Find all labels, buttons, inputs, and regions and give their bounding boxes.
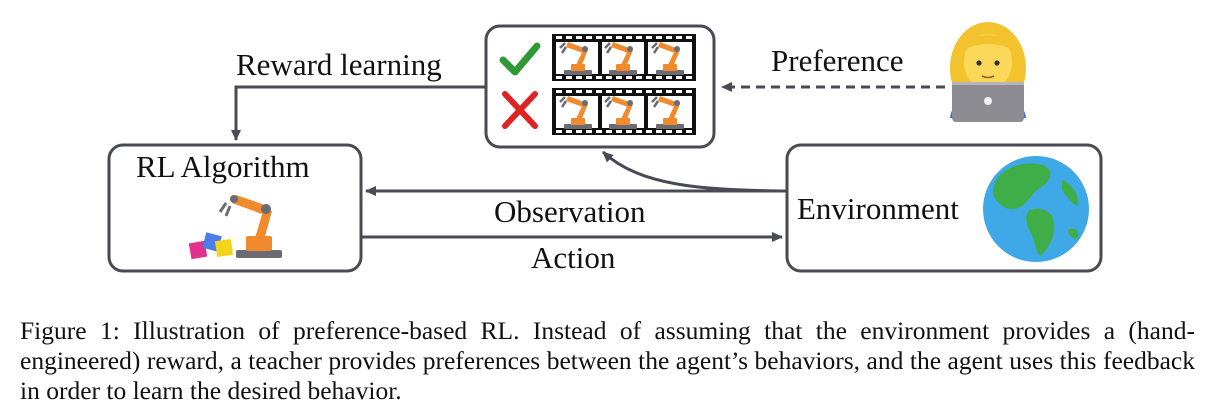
observation-label: Observation	[494, 194, 646, 229]
preferred-trajectory-filmstrip-icon	[552, 34, 696, 81]
rl-algorithm-label: RL Algorithm	[136, 149, 310, 184]
teacher-with-laptop-icon	[950, 22, 1026, 122]
robot-arm-icon	[188, 195, 282, 260]
rejected-trajectory-filmstrip-icon	[552, 88, 696, 135]
check-icon	[499, 42, 541, 76]
cross-icon	[502, 91, 538, 129]
action-label: Action	[531, 240, 616, 275]
environment-box	[785, 143, 1103, 273]
reward-learning-label: Reward learning	[236, 47, 442, 82]
diagram-canvas	[107, 22, 1103, 273]
rl-algorithm-box	[107, 143, 363, 273]
figure-caption: Figure 1: Illustration of preference-bas…	[20, 316, 1195, 405]
environment-label: Environment	[797, 191, 959, 226]
rollout-arrow	[601, 150, 788, 193]
reward-learning-arrow	[231, 85, 486, 141]
preference-label: Preference	[771, 43, 904, 78]
preference-rl-diagram: Reward learning Preference RL Algorithm …	[107, 22, 1103, 275]
globe-icon	[983, 156, 1089, 262]
